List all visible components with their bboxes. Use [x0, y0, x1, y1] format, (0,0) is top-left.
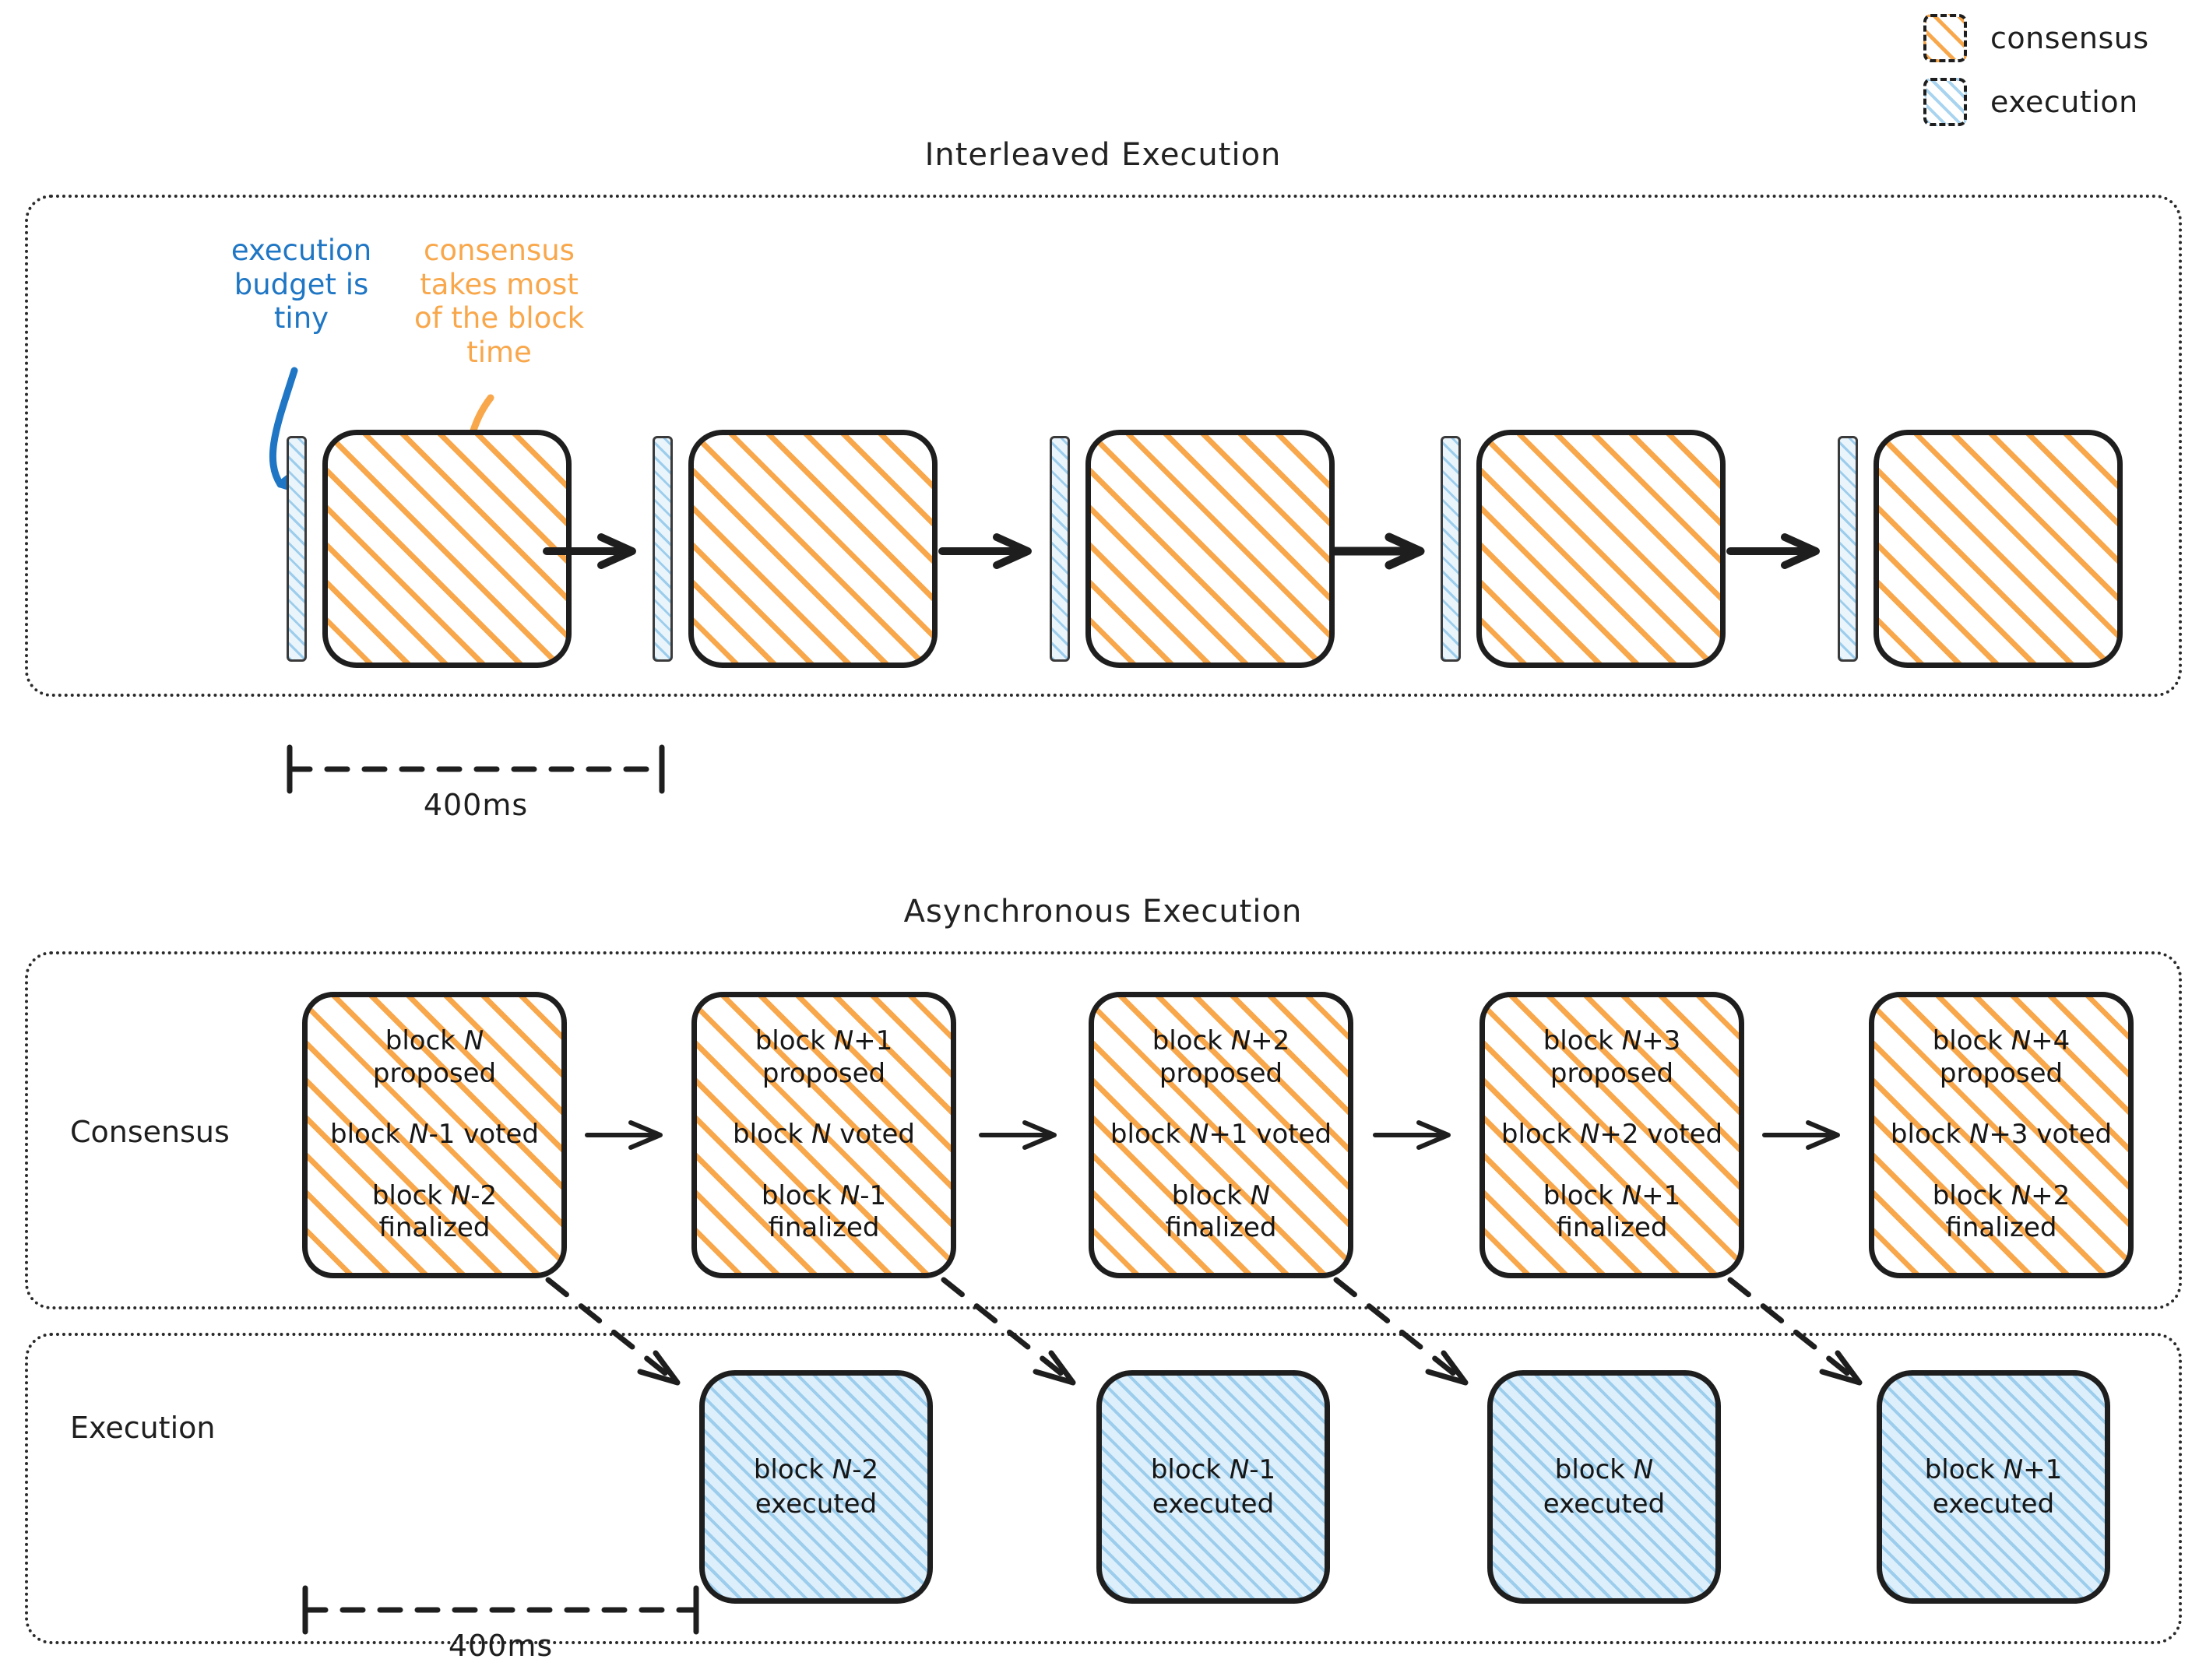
consensus-hatch-swatch [1923, 14, 1967, 62]
consensus-square-4 [1476, 430, 1726, 668]
execution-sliver-2 [653, 436, 673, 662]
handoff-arrow-2 [941, 1277, 1076, 1386]
handoff-arrow-4 [1727, 1277, 1863, 1386]
consensus-square-2 [688, 430, 938, 668]
execution-budget-annotation: execution budget is tiny [230, 234, 372, 336]
consensus-time-annotation: consensus takes most of the block time [413, 234, 585, 369]
execution-sliver-3 [1050, 436, 1070, 662]
consensus-voted-line: block N+3 voted [1890, 1119, 2113, 1151]
consensus-voted-line: block N voted [732, 1119, 916, 1151]
async-section-title: Asynchronous Execution [903, 894, 1303, 930]
consensus-voted-line: block N+1 voted [1110, 1119, 1332, 1151]
consensus-row-container [25, 951, 2182, 1309]
handoff-arrow-1 [545, 1277, 681, 1386]
execution-sliver-4 [1441, 436, 1461, 662]
consensus-arrow-1 [585, 1120, 663, 1150]
consensus-square-1 [322, 430, 572, 668]
legend: consensus execution [1923, 6, 2196, 134]
consensus-square-5 [1874, 430, 2123, 668]
legend-label-execution: execution [1990, 85, 2138, 119]
interleaved-section-title: Interleaved Execution [924, 137, 1282, 173]
consensus-arrow-3 [1373, 1120, 1451, 1150]
execution-sliver-5 [1838, 436, 1858, 662]
interleaved-arrow-3 [1330, 532, 1425, 570]
interleaved-duration-label: 400ms [423, 788, 529, 822]
consensus-voted-line: block N-1 voted [330, 1119, 539, 1151]
consensus-arrow-2 [979, 1120, 1057, 1150]
interleaved-duration-dimension: 400ms [287, 744, 665, 839]
interleaved-arrow-4 [1726, 533, 1820, 569]
async-duration-label: 400ms [448, 1629, 554, 1663]
execution-sliver-1 [287, 436, 307, 662]
interleaved-container [25, 195, 2182, 697]
legend-label-consensus: consensus [1990, 21, 2149, 55]
duration-dim-line-1 [287, 744, 665, 794]
interleaved-arrow-1 [543, 533, 636, 569]
handoff-arrow-3 [1333, 1277, 1469, 1386]
execution-row-container [25, 1333, 2182, 1644]
interleaved-arrow-2 [938, 533, 1032, 569]
consensus-arrow-4 [1762, 1120, 1840, 1150]
execution-hatch-swatch [1923, 78, 1967, 126]
consensus-square-3 [1085, 430, 1335, 668]
execution-row-label: Execution [70, 1411, 216, 1445]
legend-item-execution: execution [1923, 70, 2196, 134]
async-duration-dimension: 400ms [302, 1585, 699, 1680]
legend-item-consensus: consensus [1923, 6, 2196, 70]
duration-dim-line-2 [302, 1585, 699, 1635]
consensus-row-label: Consensus [70, 1115, 230, 1149]
consensus-voted-line: block N+2 voted [1501, 1119, 1723, 1151]
